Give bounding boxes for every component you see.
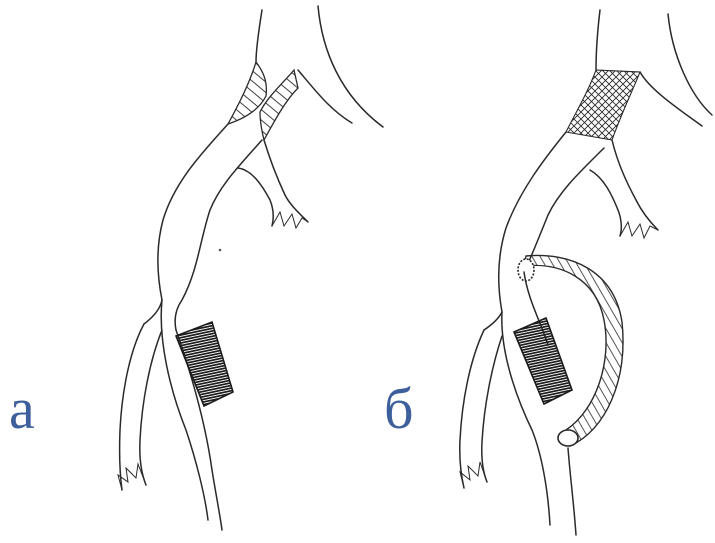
panel-label-a: а [9, 380, 35, 438]
upper-vessel-left-wall-b [596, 10, 600, 70]
proximal-anastomosis [518, 259, 534, 281]
upper-vessel-left-wall [256, 10, 262, 62]
aorta-wall-b [668, 14, 712, 115]
branch-inner-wall-b [590, 170, 621, 236]
lower-right-wall-b2 [568, 448, 576, 535]
branch-outer-wall-b [612, 140, 658, 230]
bifurcation-right-wall [298, 70, 352, 123]
branch-tips [272, 212, 308, 228]
left-branch-inner-b [482, 336, 502, 482]
panel-a [118, 6, 383, 530]
occlusion-block [176, 322, 233, 406]
ink-dot [219, 249, 222, 252]
panel-label-b: б [384, 380, 414, 438]
trunk-left-wall-b [484, 132, 566, 330]
occlusion-block-b [514, 318, 572, 404]
branch-outer-wall [264, 140, 308, 222]
trunk-right-wall-b [524, 148, 604, 272]
left-branch-inner [140, 330, 162, 485]
aorta-wall [318, 6, 383, 127]
upper-vessel-right-wall-b [640, 72, 702, 126]
distal-anastomosis [558, 430, 578, 446]
stent-mesh [566, 70, 640, 140]
trunk-right-wall [175, 140, 262, 330]
trunk-left-wall [144, 124, 228, 324]
branch-inner-wall [238, 168, 273, 226]
panel-b [460, 10, 712, 535]
